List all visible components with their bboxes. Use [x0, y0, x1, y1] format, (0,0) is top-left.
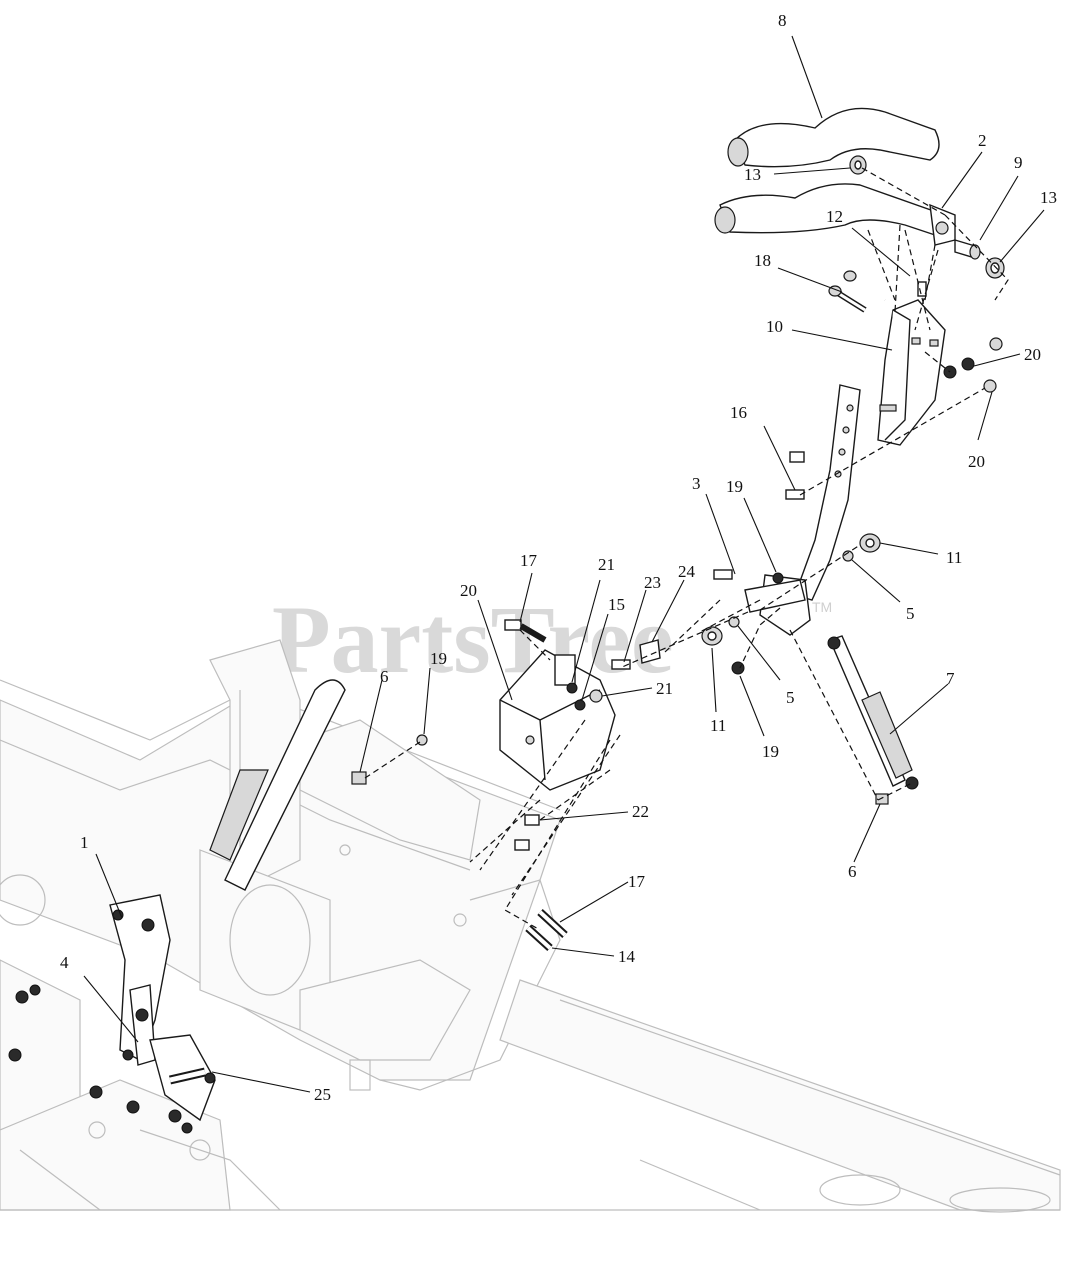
callout-11-right: 11 [946, 548, 962, 567]
part-10-bracket [877, 299, 946, 446]
callout-8: 8 [778, 11, 787, 30]
part-19-nut-lower [731, 661, 745, 675]
part-1-brake-lever [109, 679, 346, 1061]
callout-21-upper: 21 [598, 555, 615, 574]
callout-4: 4 [60, 953, 69, 972]
callout-9: 9 [1014, 153, 1023, 172]
callout-20-right: 20 [968, 452, 985, 471]
part-11-bushing-right [859, 533, 881, 553]
part-3-pivot-shaft [713, 569, 806, 613]
part-21-nut-lower [589, 689, 603, 703]
part-25-pivot-pin [122, 1034, 216, 1122]
callout-24: 20 [460, 581, 477, 600]
callout-20-upper: 20 [1024, 345, 1041, 364]
callout-15: 23 [644, 573, 661, 592]
part-8-handle-grip [727, 107, 940, 168]
part-5-washer-right [842, 550, 854, 562]
part-21-nut-upper [566, 682, 578, 694]
callout-6-lower: 6 [848, 862, 857, 881]
part-16-bolts [785, 451, 805, 500]
part-20-nuts-upper [943, 337, 1003, 393]
callout-17-lower: 17 [628, 872, 646, 891]
callout-12: 12 [826, 207, 843, 226]
callout-7: 7 [946, 669, 955, 688]
callout-10: 10 [766, 317, 783, 336]
watermark: PartsTree [272, 586, 674, 693]
callout-17-upper: 17 [520, 551, 538, 570]
callout-22: 22 [632, 802, 649, 821]
part-13-bushing-upper [849, 155, 867, 175]
callout-5-right: 5 [906, 604, 915, 623]
callout-labels: 8 2 9 13 13 12 18 10 20 20 16 3 19 11 5 … [60, 11, 1057, 1104]
callout-18: 18 [754, 251, 771, 270]
part-20-nut-bracket [574, 699, 586, 711]
part-6-stud-lower [875, 793, 889, 805]
callout-leaders [83, 35, 1045, 1093]
callout-6-frame: 6 [380, 667, 389, 686]
callout-25: 25 [314, 1085, 331, 1104]
callout-5-left: 5 [786, 688, 795, 707]
callout-23: 24 [678, 562, 696, 581]
part-9-spacer [954, 239, 981, 260]
callout-14: 14 [618, 947, 636, 966]
part-11-bushing-left [701, 626, 723, 646]
watermark-trademark: TM [812, 599, 832, 615]
assembly-lines [364, 167, 1009, 931]
callout-21-lower: 21 [656, 679, 673, 698]
callout-1: 1 [80, 833, 89, 852]
callout-19-lower: 19 [762, 742, 779, 761]
callout-13-upper: 13 [744, 165, 761, 184]
part-15-bolt [611, 659, 631, 670]
callout-19-upper: 19 [726, 477, 743, 496]
part-14-bolt [525, 925, 553, 951]
callout-20-bracket: 15 [608, 595, 625, 614]
callout-11-left: 11 [710, 716, 726, 735]
part-7-gas-spring [827, 635, 919, 790]
callout-16: 16 [730, 403, 747, 422]
part-2-handle-arm [714, 183, 956, 246]
part-12-bolt [917, 281, 927, 297]
callout-19-frame: 19 [430, 649, 447, 668]
callout-3: 3 [692, 474, 701, 493]
frame-hex-nuts [8, 984, 193, 1134]
part-4-linkage [129, 984, 156, 1066]
part-23-spacer [639, 639, 661, 664]
part-13-bushing-right [985, 257, 1005, 279]
part-22-bolts [514, 814, 540, 851]
part-19-nut-upper [772, 572, 784, 584]
callout-13-right: 13 [1040, 188, 1057, 207]
part-18-bolts [828, 270, 886, 313]
part-17-bolt-lower [537, 909, 568, 938]
part-6-stud-frame [351, 771, 367, 785]
part-17-bolt-upper [504, 619, 547, 643]
part-5-washer-left [728, 616, 740, 628]
callout-2: 2 [978, 131, 987, 150]
